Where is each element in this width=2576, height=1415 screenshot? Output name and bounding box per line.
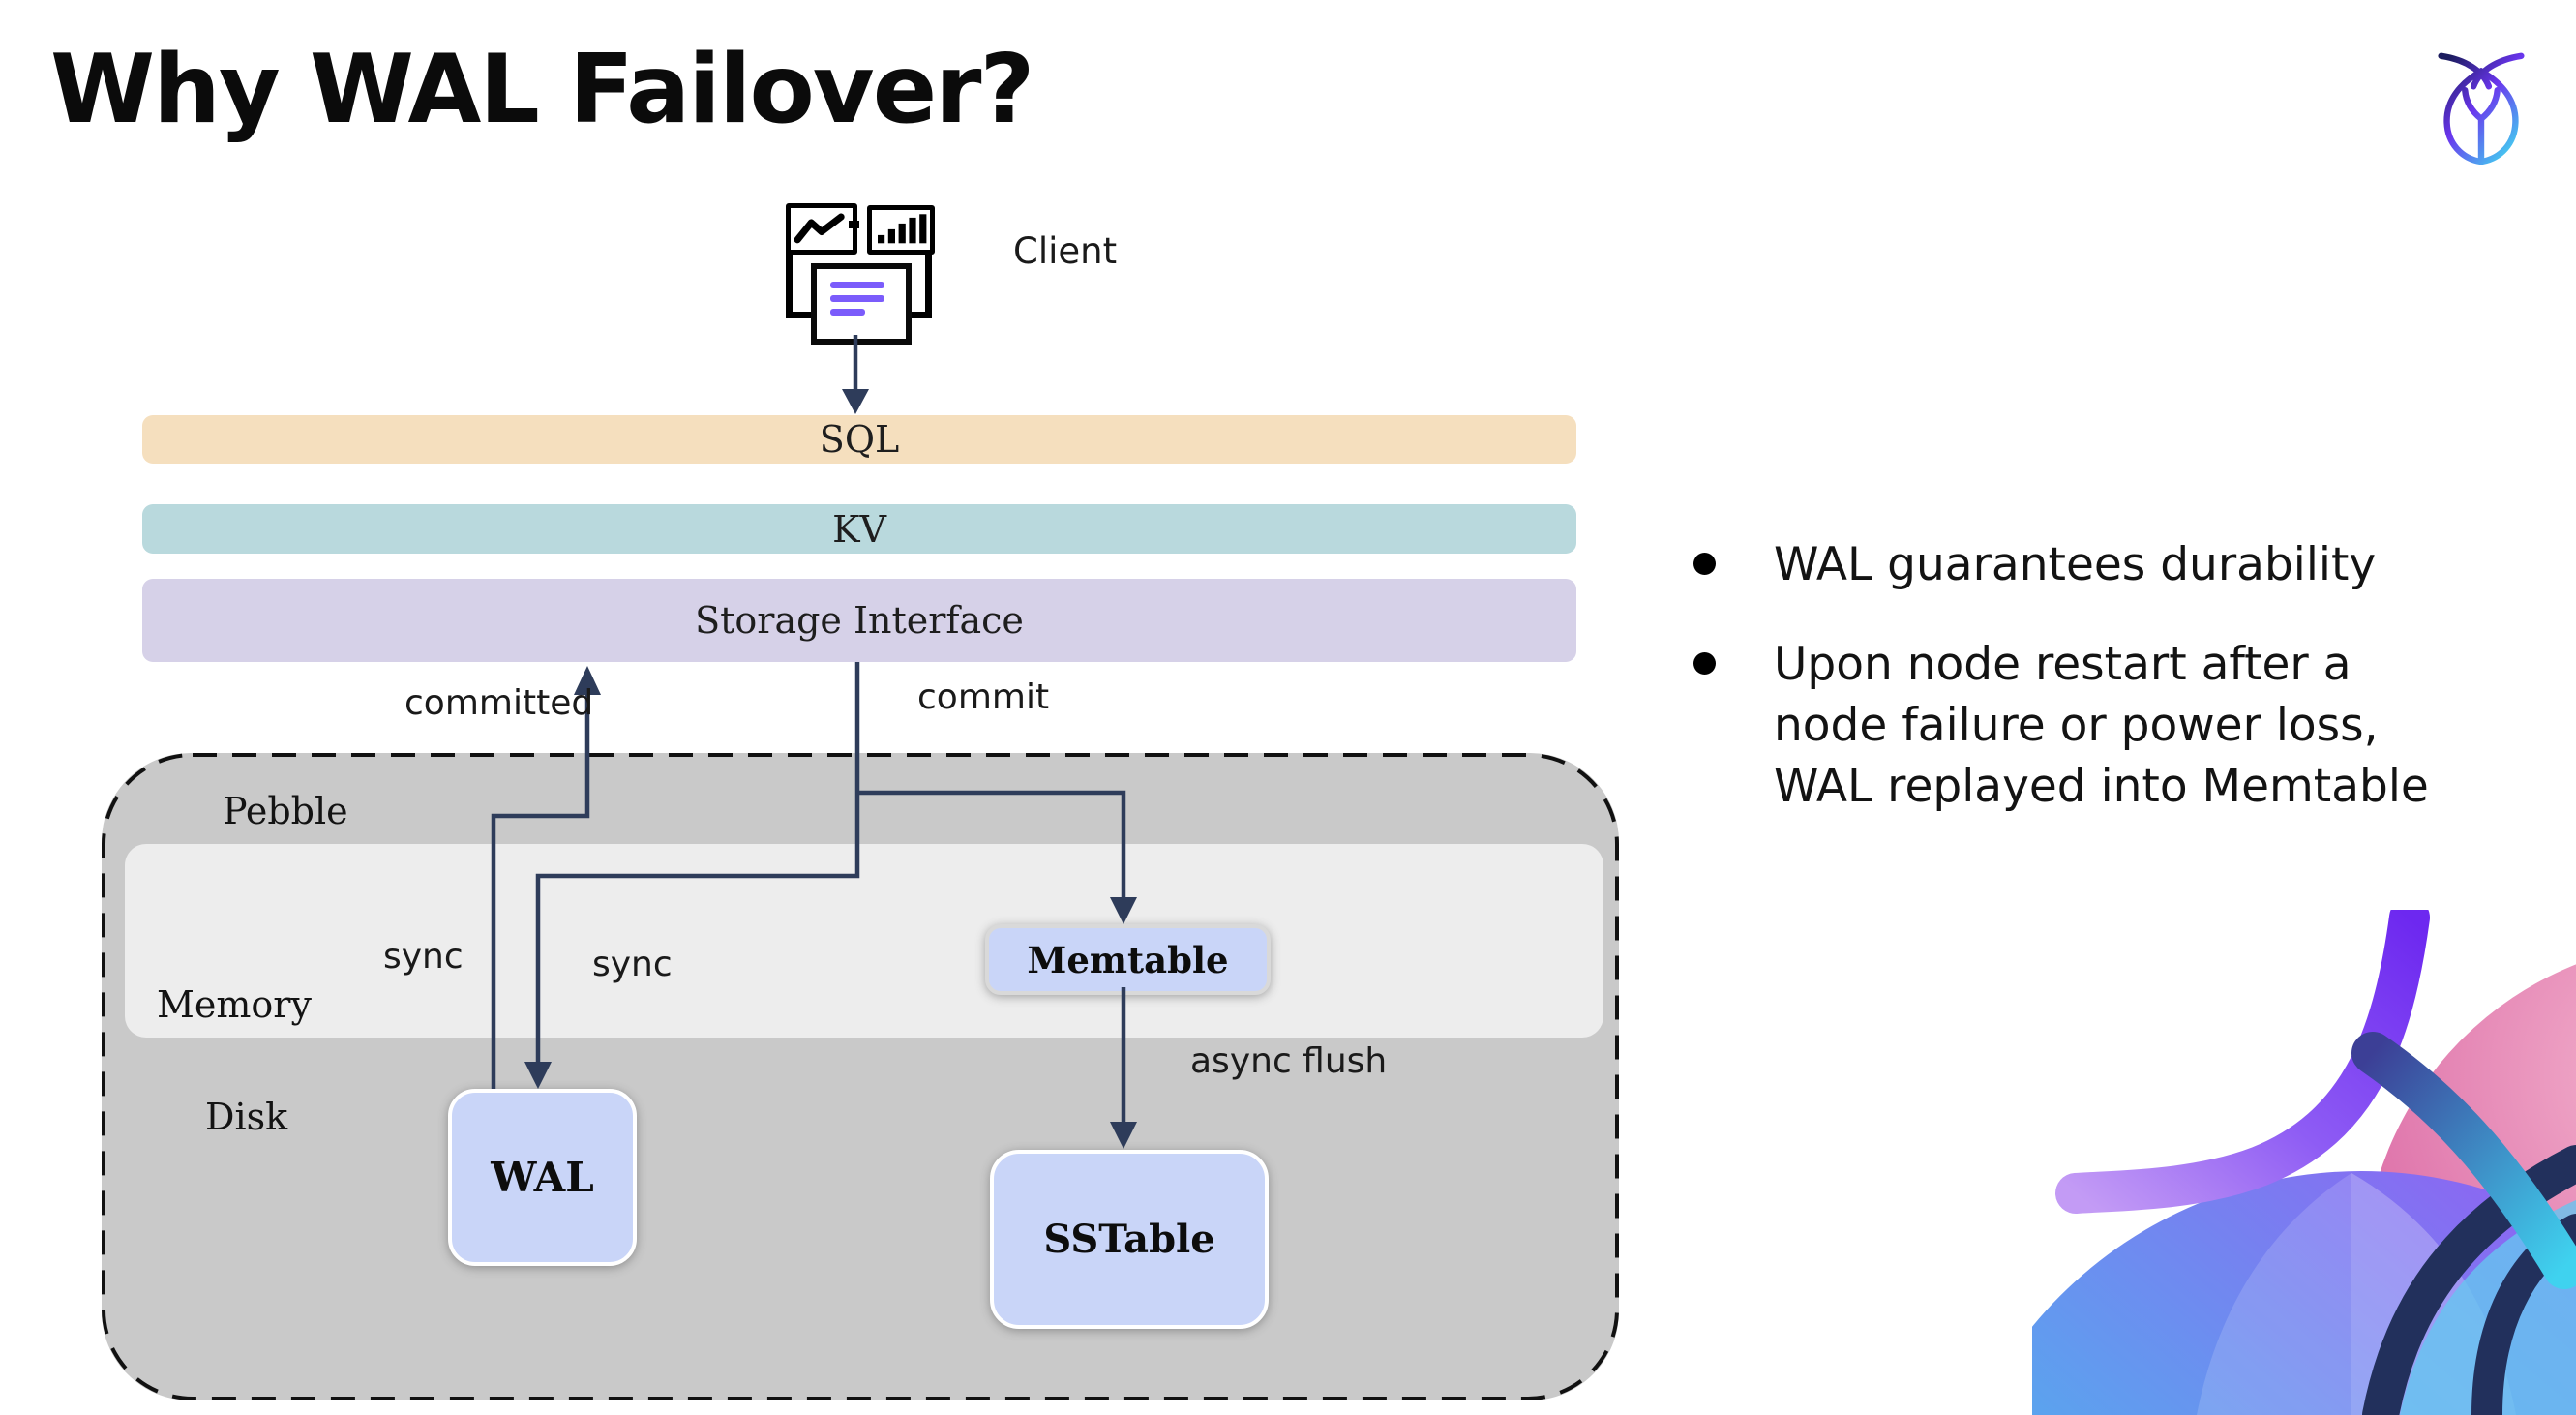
bar-chart-icon xyxy=(867,205,935,255)
sql-layer-label: SQL xyxy=(819,418,900,461)
brand-artwork xyxy=(2032,910,2576,1415)
client-label: Client xyxy=(1013,230,1118,272)
async-flush-edge-label: async flush xyxy=(1190,1041,1388,1081)
petal-highlight xyxy=(2197,1173,2351,1415)
memory-zone xyxy=(125,844,1603,1038)
memtable-node: Memtable xyxy=(985,924,1271,995)
sql-shell-document-icon xyxy=(811,263,912,345)
line-chart-icon xyxy=(786,203,857,255)
list-item: Upon node restart after a node failure o… xyxy=(1693,634,2526,817)
bullet-dot-icon xyxy=(1693,553,1716,575)
memory-label: Memory xyxy=(157,983,312,1026)
wal-node-label: WAL xyxy=(491,1154,594,1201)
blue-arc-band xyxy=(2351,1032,2576,1289)
storage-interface-label: Storage Interface xyxy=(695,599,1024,642)
doc-line xyxy=(830,309,865,316)
bullet-list: WAL guarantees durability Upon node rest… xyxy=(1693,534,2526,856)
bullet-text: WAL guarantees durability xyxy=(1774,538,2377,591)
bracket-right-icon xyxy=(902,250,932,318)
storage-interface-bar: Storage Interface xyxy=(142,579,1576,662)
wal-node: WAL xyxy=(448,1089,637,1266)
sstable-node: SSTable xyxy=(990,1150,1269,1329)
list-item: WAL guarantees durability xyxy=(1693,534,2526,595)
doc-line xyxy=(830,282,884,288)
cockroachdb-logo-icon xyxy=(2438,52,2525,165)
doc-line xyxy=(830,295,884,302)
bracket-left-icon xyxy=(786,250,816,318)
sstable-node-label: SSTable xyxy=(1043,1217,1215,1262)
client-to-sql-arrow xyxy=(842,335,869,414)
page-title: Why WAL Failover? xyxy=(50,35,1034,145)
kv-layer-label: KV xyxy=(832,507,886,551)
commit-edge-label: commit xyxy=(917,677,1050,717)
sql-layer-bar: SQL xyxy=(142,415,1576,464)
committed-edge-label: committed xyxy=(404,683,594,723)
pebble-label: Pebble xyxy=(223,790,348,832)
kv-layer-bar: KV xyxy=(142,504,1576,554)
disk-label: Disk xyxy=(205,1096,288,1138)
connector-dash xyxy=(849,221,859,228)
sync-left-edge-label: sync xyxy=(383,937,464,977)
sync-right-edge-label: sync xyxy=(592,945,673,984)
bullet-dot-icon xyxy=(1693,652,1716,675)
purple-arc-band xyxy=(2055,910,2430,1214)
memtable-node-label: Memtable xyxy=(1027,938,1229,981)
bullet-text: Upon node restart after a node failure o… xyxy=(1774,638,2429,813)
